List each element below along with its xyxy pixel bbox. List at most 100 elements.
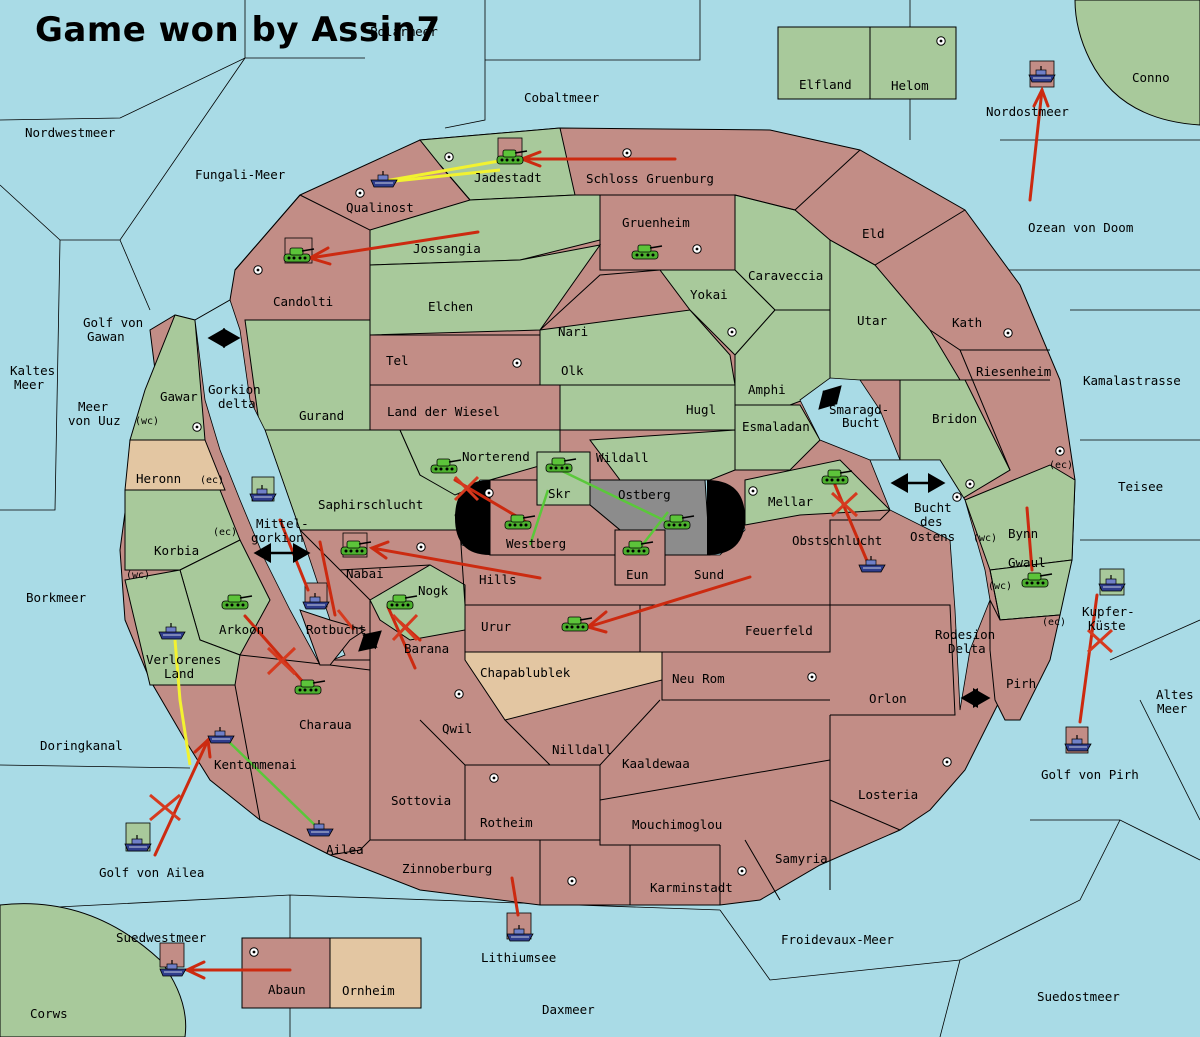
svg-text:Daxmeer: Daxmeer — [542, 1002, 595, 1017]
svg-text:Doringkanal: Doringkanal — [40, 738, 123, 753]
svg-text:Gawar: Gawar — [160, 389, 198, 404]
region-labels: Polarmeer Conno Elfland Helom Cobaltmeer… — [10, 24, 1194, 1021]
svg-text:Norterend: Norterend — [462, 449, 530, 464]
svg-text:Neu Rom: Neu Rom — [672, 671, 725, 686]
svg-text:Küste: Küste — [1088, 618, 1126, 633]
svg-text:Elfland: Elfland — [799, 77, 852, 92]
svg-text:Gwaul: Gwaul — [1008, 555, 1046, 570]
svg-text:gorkion: gorkion — [251, 530, 304, 545]
svg-text:(wc): (wc) — [973, 533, 997, 544]
svg-text:Utar: Utar — [857, 313, 888, 328]
svg-text:Borkmeer: Borkmeer — [26, 590, 87, 605]
order-arrows — [153, 86, 1099, 980]
svg-text:Olk: Olk — [561, 363, 584, 378]
svg-text:Ailea: Ailea — [326, 842, 364, 857]
svg-text:Heronn: Heronn — [136, 471, 181, 486]
region-westberg[interactable] — [489, 479, 621, 556]
svg-text:Rotbucht: Rotbucht — [306, 622, 366, 637]
svg-text:(wc): (wc) — [988, 581, 1012, 592]
region-heronn[interactable] — [124, 439, 226, 491]
svg-text:Helom: Helom — [891, 78, 929, 93]
svg-text:Land: Land — [164, 666, 194, 681]
svg-text:Kaaldewaa: Kaaldewaa — [622, 756, 690, 771]
svg-text:Caraveccia: Caraveccia — [748, 268, 823, 283]
svg-text:Qualinost: Qualinost — [346, 200, 414, 215]
svg-text:Yokai: Yokai — [690, 287, 728, 302]
region-helom[interactable] — [869, 26, 957, 100]
svg-text:Barana: Barana — [404, 641, 449, 656]
svg-text:Qwil: Qwil — [442, 721, 472, 736]
svg-text:Teisee: Teisee — [1118, 479, 1163, 494]
svg-text:Bucht: Bucht — [914, 500, 952, 515]
svg-text:Rodesion: Rodesion — [935, 627, 995, 642]
region-eun[interactable] — [614, 529, 666, 586]
svg-text:Kamalastrasse: Kamalastrasse — [1083, 373, 1181, 388]
svg-text:Ostberg: Ostberg — [618, 487, 671, 502]
svg-text:Bucht: Bucht — [842, 415, 880, 430]
svg-text:Jossangia: Jossangia — [413, 241, 481, 256]
bucht-des-ostens[interactable] — [869, 459, 991, 711]
svg-text:(ec): (ec) — [200, 475, 224, 486]
svg-text:Elchen: Elchen — [428, 299, 473, 314]
svg-text:Riesenheim: Riesenheim — [976, 364, 1051, 379]
svg-text:Bridon: Bridon — [932, 411, 977, 426]
svg-text:Kupfer-: Kupfer- — [1082, 604, 1135, 619]
svg-text:Hills: Hills — [479, 572, 517, 587]
svg-text:Hugl: Hugl — [686, 402, 716, 417]
svg-text:Esmaladan: Esmaladan — [742, 419, 810, 434]
conno-cap[interactable] — [1074, 0, 1200, 126]
svg-text:Jadestadt: Jadestadt — [474, 170, 542, 185]
svg-text:Nogk: Nogk — [418, 583, 449, 598]
svg-text:Kath: Kath — [952, 315, 982, 330]
svg-text:Meer: Meer — [1157, 701, 1188, 716]
svg-text:Nordostmeer: Nordostmeer — [986, 104, 1069, 119]
svg-text:Sund: Sund — [694, 567, 724, 582]
svg-text:Mellar: Mellar — [768, 494, 814, 509]
region-bynn[interactable] — [964, 464, 1076, 571]
svg-text:Abaun: Abaun — [268, 982, 306, 997]
svg-text:Ornheim: Ornheim — [342, 983, 395, 998]
support-lines — [173, 158, 506, 766]
lake-east-end — [707, 480, 745, 555]
svg-text:Conno: Conno — [1132, 70, 1170, 85]
svg-text:Losteria: Losteria — [858, 787, 918, 802]
svg-text:Smaragd-: Smaragd- — [829, 402, 889, 417]
svg-text:Kentommenai: Kentommenai — [214, 757, 297, 772]
svg-text:Golf von Ailea: Golf von Ailea — [99, 865, 204, 880]
region-gawar[interactable] — [129, 314, 206, 441]
region-wildall[interactable] — [589, 429, 736, 481]
svg-text:Altes: Altes — [1156, 687, 1194, 702]
svg-text:Gawan: Gawan — [87, 329, 125, 344]
svg-text:Sottovia: Sottovia — [391, 793, 451, 808]
svg-text:Froidevaux-Meer: Froidevaux-Meer — [781, 932, 894, 947]
svg-text:Mittel-: Mittel- — [256, 516, 309, 531]
svg-text:Verlorenes: Verlorenes — [146, 652, 221, 667]
region-rotbucht-land[interactable] — [299, 609, 367, 666]
failed-orders — [149, 475, 1114, 822]
region-elfland[interactable] — [777, 26, 871, 100]
svg-text:Tel: Tel — [386, 353, 409, 368]
svg-text:Lithiumsee: Lithiumsee — [481, 950, 556, 965]
svg-text:Gorkion: Gorkion — [208, 382, 261, 397]
svg-text:Nabai: Nabai — [346, 566, 384, 581]
svg-text:Korbia: Korbia — [154, 543, 199, 558]
svg-text:Arkoon: Arkoon — [219, 622, 264, 637]
region-pirh[interactable] — [989, 599, 1061, 721]
svg-text:(ec): (ec) — [213, 527, 237, 538]
svg-text:Bynn: Bynn — [1008, 526, 1038, 541]
svg-text:Fungali-Meer: Fungali-Meer — [195, 167, 286, 182]
svg-text:Ozean von Doom: Ozean von Doom — [1028, 220, 1133, 235]
region-ornheim[interactable] — [329, 937, 422, 1009]
svg-text:von Uuz: von Uuz — [68, 413, 121, 428]
svg-text:Polarmeer: Polarmeer — [370, 24, 438, 39]
svg-text:Samyria: Samyria — [775, 851, 828, 866]
svg-text:Wildall: Wildall — [596, 450, 649, 465]
svg-text:Schloss Gruenburg: Schloss Gruenburg — [586, 171, 714, 186]
canal-links — [207, 328, 991, 708]
svg-text:Meer: Meer — [78, 399, 109, 414]
svg-text:Nordwestmeer: Nordwestmeer — [25, 125, 116, 140]
svg-text:Eun: Eun — [626, 567, 649, 582]
svg-text:Obstschlucht: Obstschlucht — [792, 533, 882, 548]
svg-text:Corws: Corws — [30, 1006, 68, 1021]
